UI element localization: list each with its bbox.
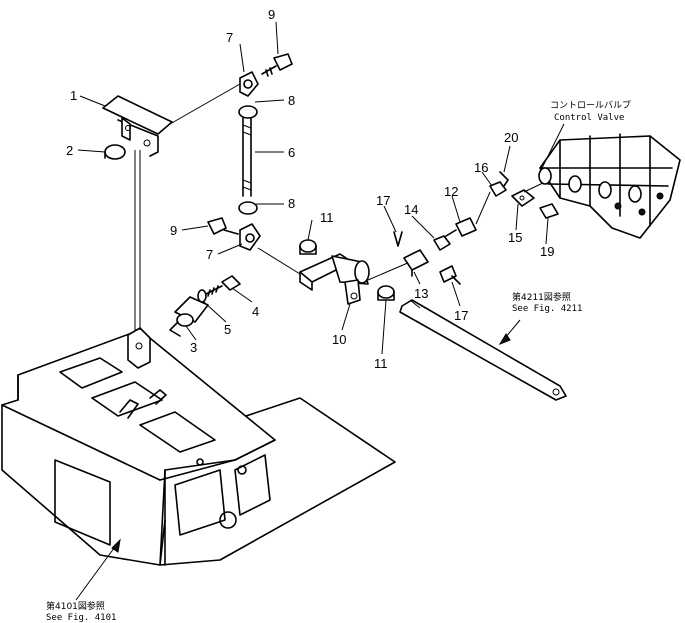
part-1-pedal — [102, 95, 173, 157]
frame-box — [1, 329, 276, 566]
label-15: 15 — [508, 230, 522, 245]
control-rod — [399, 299, 567, 401]
frame-assembly — [1, 327, 396, 566]
label-12: 12 — [444, 184, 458, 199]
part-9-bolt-lower — [207, 217, 239, 235]
control-valve-ja-label: コントロールバルブ — [550, 99, 631, 111]
part-10-lever — [299, 253, 370, 305]
frame-slot-2 — [91, 381, 163, 417]
fig-4101-ja-label: 第4101図参照 — [46, 600, 105, 612]
label-11-lower: 11 — [374, 356, 388, 371]
part-20-clip — [499, 171, 509, 187]
label-3: 3 — [190, 340, 197, 355]
part-8-nut-lower — [238, 201, 258, 215]
label-20: 20 — [504, 130, 518, 145]
part-17-pin-lower — [439, 265, 461, 285]
frame-slot-1 — [59, 357, 123, 389]
part-7-rod-end-lower — [239, 223, 261, 251]
part-16-nut — [489, 181, 507, 197]
part-17-pin-upper — [393, 231, 403, 247]
part-11-bushing-upper — [299, 239, 317, 255]
label-17-lower: 17 — [454, 308, 468, 323]
part-9-bolt-upper — [261, 53, 293, 77]
fig-4101-en-label: See Fig. 4101 — [46, 613, 116, 623]
label-9-lower: 9 — [170, 223, 177, 238]
label-16: 16 — [474, 160, 488, 175]
reference-notes: コントロールバルブ Control Valve 第4211図参照 See Fig… — [46, 99, 631, 623]
fig-4211-en-label: See Fig. 4211 — [512, 304, 582, 314]
part-labels: 1 2 3 4 5 6 7 7 8 8 9 9 10 11 11 12 13 1… — [66, 7, 554, 371]
label-11-upper: 11 — [320, 210, 334, 225]
label-7-lower: 7 — [206, 247, 213, 262]
control-valve-en-label: Control Valve — [554, 113, 624, 123]
label-10: 10 — [332, 332, 346, 347]
leader-lines — [75, 21, 565, 601]
label-19: 19 — [540, 244, 554, 259]
part-14-nut — [433, 235, 451, 251]
part-15-bracket — [511, 189, 535, 207]
part-6-rod — [242, 117, 252, 197]
label-4: 4 — [252, 304, 259, 319]
part-19-bolt — [539, 203, 559, 219]
part-7-rod-end-upper — [239, 71, 259, 97]
part-11-bushing-lower — [377, 285, 395, 301]
label-8-upper: 8 — [288, 93, 295, 108]
label-5: 5 — [224, 322, 231, 337]
part-2-bushing — [104, 144, 126, 160]
label-2: 2 — [66, 143, 73, 158]
label-14: 14 — [404, 202, 418, 217]
label-7-upper: 7 — [226, 30, 233, 45]
label-1: 1 — [70, 88, 77, 103]
label-6: 6 — [288, 145, 295, 160]
part-12-fitting — [445, 217, 477, 237]
fig-4211-ja-label: 第4211図参照 — [512, 291, 571, 303]
part-4-bolt — [205, 275, 241, 297]
label-9-upper: 9 — [268, 7, 275, 22]
part-8-nut-upper — [238, 105, 258, 119]
label-17-upper: 17 — [376, 193, 390, 208]
part-13-clevis — [403, 249, 429, 277]
control-valve — [538, 133, 681, 239]
label-13: 13 — [414, 286, 428, 301]
frame-mount-bracket — [127, 327, 151, 369]
label-8-lower: 8 — [288, 196, 295, 211]
part-5-washer — [197, 289, 207, 303]
